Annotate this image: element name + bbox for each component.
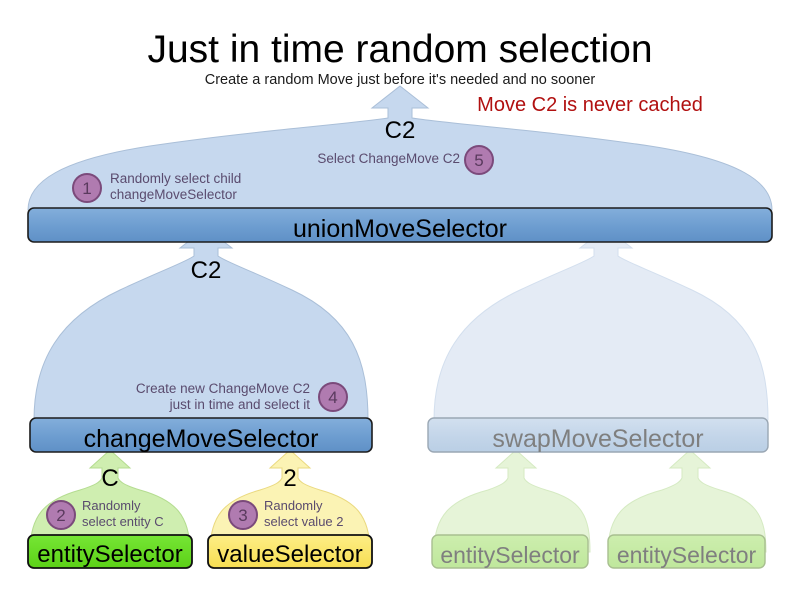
- flow-arrow-swap-out: [433, 227, 769, 421]
- step-5-note: Select ChangeMove C2: [317, 151, 460, 166]
- value-selector-left-box: [207, 534, 373, 569]
- flow-label-value-value: 2: [283, 465, 297, 492]
- entity-selector-right-1-label[interactable]: entitySelector: [440, 542, 580, 568]
- step-4-note-line2: just in time and select it: [169, 397, 310, 412]
- step-1-badge: 1: [72, 173, 102, 203]
- warning-text: Move C2 is never cached: [477, 94, 703, 116]
- entity-selector-left-box: [27, 534, 193, 569]
- flow-label-top-move: C2: [384, 117, 416, 144]
- entity-selector-right-2-label[interactable]: entitySelector: [616, 542, 757, 568]
- step-1-note-line1: Randomly select child: [110, 171, 242, 186]
- step-2-note-line2: select entity C: [82, 514, 164, 529]
- flow-arrow-entity-right-1-out: [433, 449, 591, 553]
- step-3-note-line2: select value 2: [264, 514, 344, 529]
- step-4-note-line1: Create new ChangeMove C2: [135, 381, 310, 396]
- entity-selector-left-label[interactable]: entitySelector: [37, 541, 183, 568]
- entity-selector-right-2-box: [607, 534, 766, 569]
- change-move-selector-box: [29, 417, 373, 453]
- step-3-note-line1: Randomly: [264, 498, 323, 513]
- page-subtitle: Create a random Move just before it's ne…: [204, 72, 596, 88]
- flow-label-entity-value: C: [101, 465, 119, 492]
- step-5-badge: 5: [464, 145, 494, 175]
- union-move-selector-label[interactable]: unionMoveSelector: [292, 215, 507, 243]
- entity-selector-right-1-box: [431, 534, 589, 569]
- step-1-note-line2: changeMoveSelector: [110, 187, 237, 202]
- value-selector-left-label[interactable]: valueSelector: [217, 541, 363, 568]
- step-4-badge: 4: [318, 382, 348, 412]
- step-3-badge: 3: [228, 500, 258, 530]
- flow-arrow-entity-right-2-out: [607, 449, 767, 553]
- flow-arrow-union-out: [27, 85, 773, 211]
- swap-move-selector-label[interactable]: swapMoveSelector: [492, 425, 704, 453]
- step-2-badge: 2: [46, 500, 76, 530]
- flow-label-change-move: C2: [190, 257, 222, 284]
- page-title: Just in time random selection: [147, 28, 653, 71]
- swap-move-selector-box: [427, 417, 769, 453]
- step-2-note-line1: Randomly: [82, 498, 141, 513]
- union-move-selector-box: [27, 207, 773, 243]
- change-move-selector-label[interactable]: changeMoveSelector: [83, 425, 319, 453]
